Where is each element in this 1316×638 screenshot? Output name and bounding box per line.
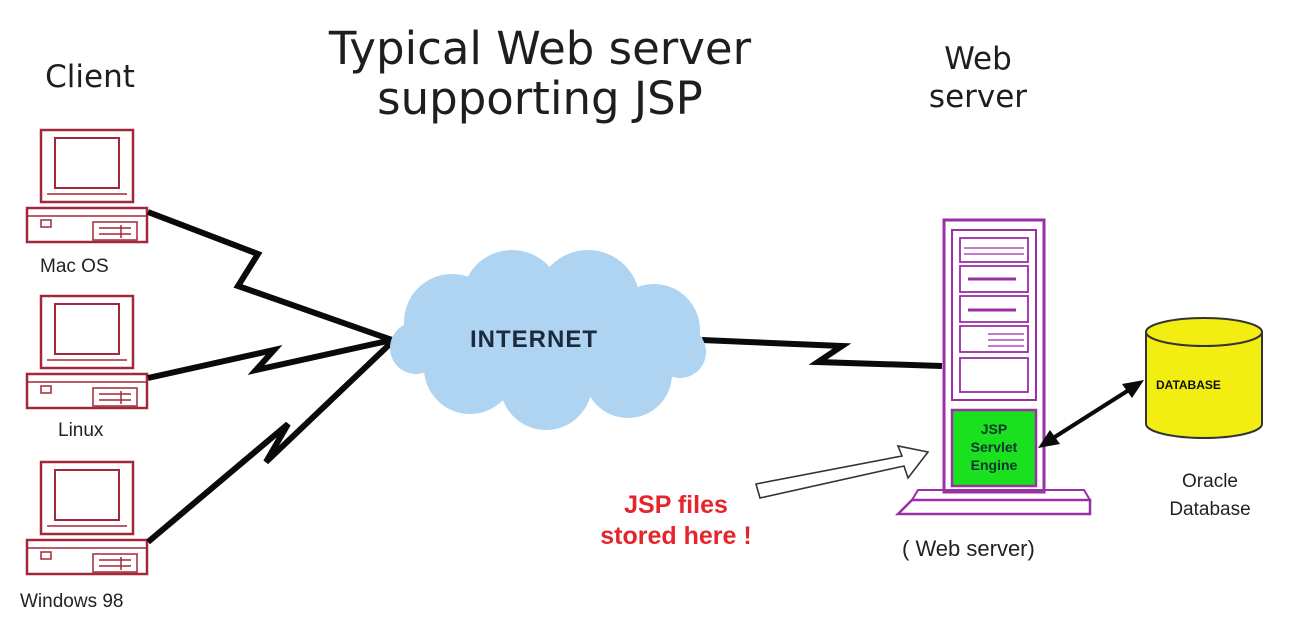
jsp-files-arrow-icon [754,444,930,499]
database-icon [1145,317,1263,439]
diagram-title: Typical Web server supporting JSP [300,24,780,124]
windows-98-label: Windows 98 [20,591,124,612]
connection-linux [147,337,393,381]
web-server-caption: ( Web server) [902,536,1035,561]
engine-line-2: Servlet [970,439,1018,455]
jsp-files-note: JSP files stored here ! [566,490,786,552]
servlet-engine-label: JSP Servlet Engine [954,420,1034,474]
database-caption-line-2: Database [1169,499,1251,520]
engine-line-1: JSP [980,421,1008,437]
linux-label: Linux [58,420,104,441]
connection-windows [146,339,395,545]
connection-mac [146,209,393,343]
web-server-heading: Web server [908,40,1048,116]
database-link-arrow-icon [1038,380,1144,448]
computer-windows-icon [25,460,149,576]
mac-os-label: Mac OS [40,256,109,277]
web-server-heading-line-2: server [928,79,1028,115]
jsp-note-line-1: JSP files [624,491,728,519]
client-heading: Client [45,59,135,95]
computer-linux-icon [25,294,149,410]
computer-mac-icon [25,128,149,244]
database-label: DATABASE [1156,378,1221,392]
database-caption-line-1: Oracle [1182,471,1238,492]
internet-cloud-icon [390,250,706,430]
database-caption: Oracle Database [1150,468,1270,524]
title-line-1: Typical Web server [328,22,752,75]
title-line-2: supporting JSP [377,72,703,125]
connection-server [701,337,943,369]
web-server-heading-line-1: Web [944,41,1012,77]
engine-line-3: Engine [970,457,1018,473]
web-server-icon [894,218,1092,516]
internet-label: INTERNET [470,326,598,353]
jsp-note-line-2: stored here ! [600,522,752,550]
